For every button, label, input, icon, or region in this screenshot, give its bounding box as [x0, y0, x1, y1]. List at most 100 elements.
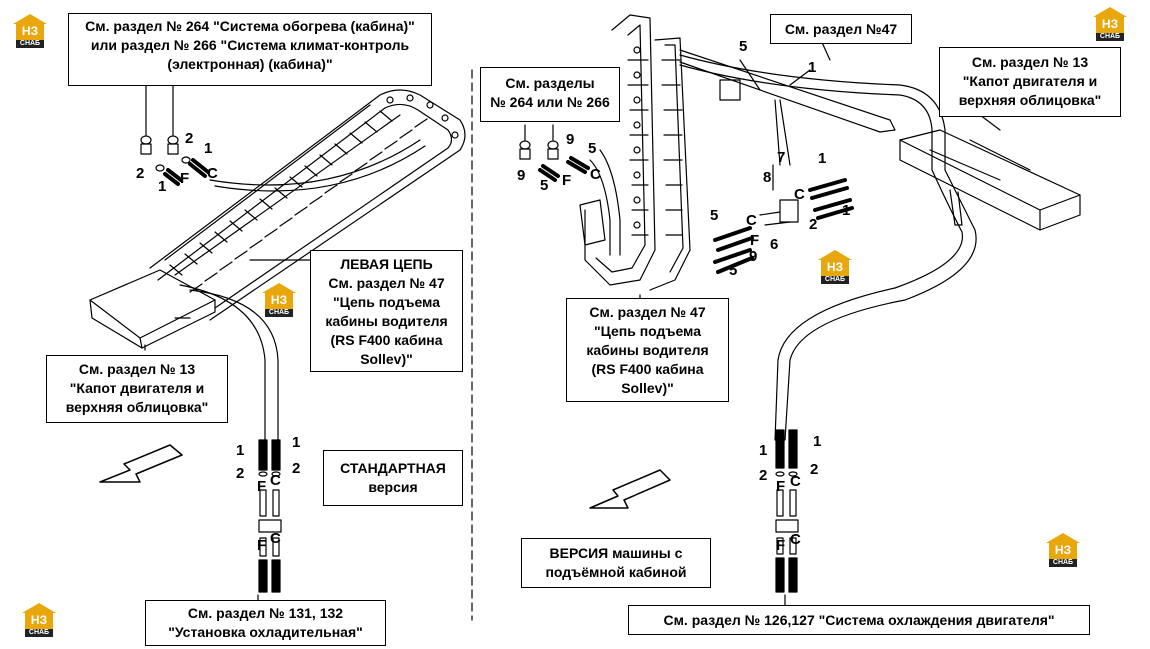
- callout-line: "Цепь подъема: [593, 323, 702, 339]
- left-top-fittings: [140, 135, 210, 186]
- part-label: 8: [763, 169, 772, 186]
- part-label: C: [590, 166, 601, 183]
- brand-logo-watermark: НЗ СНАБ: [13, 14, 47, 48]
- callout-line: версия: [368, 479, 418, 495]
- logo-text: НЗ: [1096, 16, 1124, 33]
- callout-line: кабины водителя: [586, 342, 709, 358]
- part-label: 2: [292, 460, 301, 477]
- callout-line: Sollev)": [360, 351, 413, 367]
- callout-line: "Капот двигателя и: [962, 73, 1098, 89]
- callout-line: ВЕРСИЯ машины с: [549, 545, 683, 561]
- callout-line: См. раздел № 131, 132: [187, 605, 344, 621]
- callout-line: См. раздел № 13: [78, 361, 196, 377]
- left-bottom-fittings: [258, 439, 282, 593]
- logo-text: НЗ: [821, 259, 849, 276]
- callout-line: См. раздел № 47: [328, 275, 445, 291]
- part-label: 1: [204, 140, 213, 157]
- callout-line: верхняя облицовка": [958, 92, 1102, 108]
- logo-text: НЗ: [265, 292, 293, 309]
- part-label: 2: [185, 130, 194, 147]
- part-label: 9: [517, 167, 526, 184]
- right-middle-parts: [713, 99, 854, 274]
- logo-subtext: СНАБ: [25, 629, 53, 637]
- brand-logo-watermark: НЗ СНАБ: [1046, 533, 1080, 567]
- part-label: 2: [810, 461, 819, 478]
- callout-line: "Капот двигателя и: [69, 380, 205, 396]
- callout-line: "Установка охладительная": [168, 624, 363, 640]
- callout-line: Sollev)": [621, 380, 674, 396]
- callout-standard: СТАНДАРТНАЯ версия: [323, 450, 463, 506]
- brand-logo-watermark: НЗ СНАБ: [1093, 7, 1127, 41]
- callout-line: СТАНДАРТНАЯ: [340, 460, 446, 476]
- part-label: F: [180, 170, 190, 187]
- part-label: 1: [808, 59, 817, 76]
- left-direction-arrow: [99, 444, 183, 483]
- callout-line: кабины водителя: [325, 313, 448, 329]
- callout-line: См. раздел № 126,127 "Система охлаждения…: [663, 612, 1055, 628]
- part-label: 1: [292, 434, 301, 451]
- callout-line: "Цепь подъема: [332, 294, 441, 310]
- callout-line: или раздел № 266 "Система климат-контрол…: [90, 37, 410, 53]
- logo-roof-shape: [1093, 7, 1127, 17]
- part-label: F: [750, 232, 760, 249]
- logo-subtext: СНАБ: [1096, 33, 1124, 41]
- part-label: 2: [136, 165, 145, 182]
- part-label: C: [207, 165, 218, 182]
- part-label: C: [746, 212, 757, 229]
- right-hood-frame: [899, 129, 1081, 231]
- part-label: 1: [759, 442, 768, 459]
- callout-heating-left: См. раздел № 264 "Система обогрева (каби…: [68, 13, 432, 86]
- callout-line: № 264 или № 266: [490, 94, 610, 110]
- part-label: 1: [842, 202, 851, 219]
- logo-subtext: СНАБ: [1049, 559, 1077, 567]
- left-cable-chain: [149, 89, 466, 321]
- right-top-beam: [679, 49, 896, 133]
- callout-line: (RS F400 кабина: [591, 361, 704, 377]
- callout-line: См. разделы: [505, 75, 595, 91]
- callout-line: См. раздел № 47: [589, 304, 706, 320]
- callout-sections-right: См. разделы № 264 или № 266: [480, 67, 620, 122]
- part-label: C: [790, 531, 801, 548]
- logo-subtext: СНАБ: [16, 40, 44, 48]
- part-label: 6: [770, 236, 779, 253]
- logo-subtext: СНАБ: [821, 276, 849, 284]
- part-label: 2: [809, 216, 818, 233]
- part-label: F: [257, 478, 267, 495]
- right-direction-arrow: [589, 469, 671, 509]
- callout-chain-right: См. раздел № 47 "Цепь подъема кабины вод…: [566, 298, 729, 402]
- part-label: 2: [759, 467, 768, 484]
- part-label: F: [776, 478, 786, 495]
- callout-engine-cooling: См. раздел № 126,127 "Система охлаждения…: [628, 605, 1090, 635]
- part-label: C: [270, 472, 281, 489]
- left-hood-plate: [89, 269, 216, 349]
- callout-line: ЛЕВАЯ ЦЕПЬ: [340, 256, 433, 272]
- part-label: 5: [710, 207, 719, 224]
- callout-line: См. раздел № 13: [971, 54, 1089, 70]
- logo-text: НЗ: [1049, 542, 1077, 559]
- part-label: 5: [739, 38, 748, 55]
- part-label: F: [562, 172, 572, 189]
- part-label: 1: [236, 442, 245, 459]
- part-label: 5: [540, 177, 549, 194]
- part-label: F: [776, 537, 786, 554]
- right-cable-chain: [579, 14, 691, 291]
- callout-sec47-top: См. раздел №47: [770, 14, 912, 44]
- callout-line: См. раздел № 264 "Система обогрева (каби…: [85, 18, 415, 34]
- logo-roof-shape: [818, 250, 852, 260]
- part-label: 1: [813, 433, 822, 450]
- logo-roof-shape: [13, 14, 47, 24]
- logo-subtext: СНАБ: [265, 309, 293, 317]
- logo-roof-shape: [262, 283, 296, 293]
- part-label: 7: [777, 149, 786, 166]
- callout-line: (RS F400 кабина: [330, 332, 443, 348]
- callout-line: (электронная) (кабина)": [167, 56, 333, 72]
- part-label: 9: [749, 248, 758, 265]
- logo-text: НЗ: [25, 612, 53, 629]
- part-label: C: [790, 473, 801, 490]
- part-label: C: [270, 530, 281, 547]
- logo-roof-shape: [1046, 533, 1080, 543]
- logo-roof-shape: [22, 603, 56, 613]
- brand-logo-watermark: НЗ СНАБ: [818, 250, 852, 284]
